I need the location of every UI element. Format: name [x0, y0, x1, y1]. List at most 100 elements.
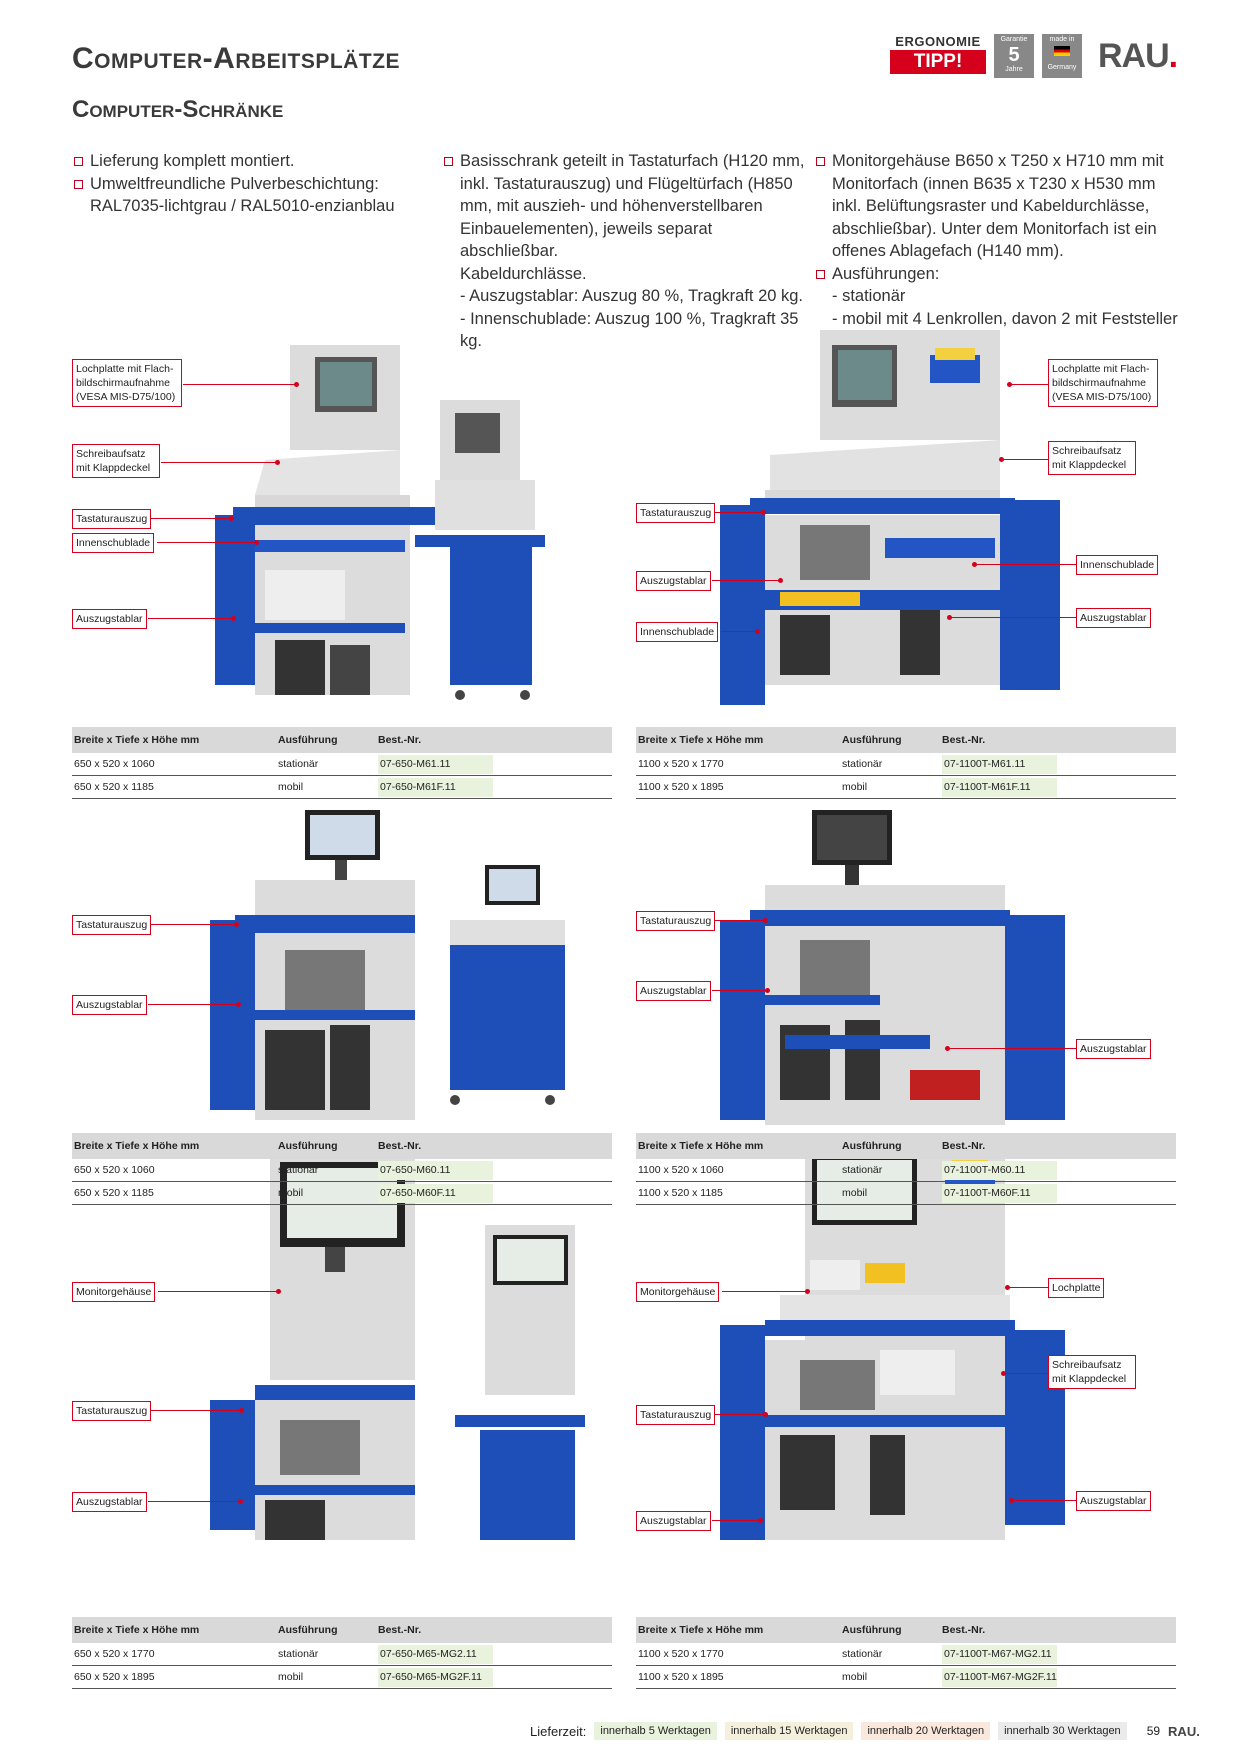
brand-dot: .	[1168, 37, 1179, 75]
label-tastaturauszug: Tastaturauszug	[636, 1405, 716, 1425]
cell-dims: 1100 x 520 x 1770	[638, 758, 724, 770]
page-subtitle: Computer-Schränke	[72, 96, 284, 123]
feature-line: Kabeldurchlässe.	[460, 264, 587, 283]
cell-dims: 650 x 520 x 1060	[74, 758, 155, 770]
delivery-tag-15: innerhalb 15 Werktagen	[724, 1722, 854, 1740]
cell-dims: 650 x 520 x 1185	[74, 781, 154, 793]
cell-ausf: stationär	[842, 1648, 883, 1660]
col-header-ausf: Ausführung	[842, 734, 902, 746]
cell-ausf: stationär	[842, 758, 883, 770]
table-row: 1100 x 520 x 1770 stationär 07-1100T-M61.1…	[636, 753, 1176, 776]
delivery-tag-20: innerhalb 20 Werktagen	[861, 1722, 991, 1740]
text-column-2: Basisschrank geteilt in Tastaturfach (H1…	[442, 150, 812, 353]
cell-best: 07-650-M65-MG2.11	[378, 1644, 493, 1664]
feature-line: - mobil mit 4 Lenkrollen, davon 2 mit Fe…	[832, 309, 1178, 328]
col-header-ausf: Ausführung	[842, 1624, 902, 1636]
label-tastaturauszug: Tastaturauszug	[636, 911, 716, 931]
label-auszugstablar: Auszugstablar	[72, 609, 147, 629]
label-auszugstablar: Auszugstablar	[636, 981, 711, 1001]
cell-dims: 1100 x 520 x 1895	[638, 1671, 724, 1683]
german-flag-icon	[1054, 46, 1070, 56]
cell-ausf: mobil	[278, 781, 304, 793]
feature-line: - Auszugstablar: Auszug 80 %, Tragkraft …	[460, 287, 804, 305]
product-image-m60-650	[210, 810, 565, 1120]
label-auszugstablar: Auszugstablar	[1076, 1039, 1151, 1059]
col-header-dims: Breite x Tiefe x Höhe mm	[638, 1624, 764, 1636]
delivery-footer: Lieferzeit: innerhalb 5 Werktagen innerh…	[530, 1722, 1200, 1740]
product-image-m65-650	[210, 1150, 585, 1540]
cell-best: 07-1100T-M60.11	[942, 1160, 1057, 1180]
table-row: 650 x 520 x 1060 stationär 07-650-M61.11	[72, 753, 612, 776]
garantie-unit: Jahre	[1005, 66, 1023, 73]
delivery-tag-30: innerhalb 30 Werktagen	[998, 1722, 1127, 1740]
product-image-m67-1100	[720, 1145, 1065, 1540]
product-image-m61-1100	[720, 330, 1060, 705]
label-schreibaufsatz: Schreibaufsatz mit Klappdeckel	[72, 444, 160, 478]
cell-dims: 1100 x 520 x 1770	[638, 1648, 724, 1660]
label-auszugstablar: Auszugstablar	[72, 1492, 147, 1512]
cell-dims: 1100 x 520 x 1185	[638, 1187, 723, 1199]
feature-item: Umweltfreundliche Pulverbeschichtung: RA…	[72, 173, 412, 218]
cell-ausf: stationär	[278, 758, 319, 770]
label-lochplatte: Lochplatte mit Flach- bildschirmaufnahme…	[1048, 359, 1158, 407]
rau-logo: RAU.	[1098, 34, 1179, 78]
label-schreibaufsatz: Schreibaufsatz mit Klappdeckel	[1048, 1355, 1136, 1389]
cell-ausf: mobil	[842, 1187, 868, 1199]
feature-item: Monitorgehäuse B650 x T250 x H710 mm mit…	[814, 150, 1186, 263]
delivery-tag-5: innerhalb 5 Werktagen	[594, 1722, 717, 1740]
label-lochplatte: Lochplatte	[1048, 1278, 1105, 1298]
label-tastaturauszug: Tastaturauszug	[72, 1401, 152, 1421]
cell-best: 07-650-M60.11	[378, 1160, 493, 1180]
product-image-m60-1100	[720, 810, 1065, 1125]
col-header-ausf: Ausführung	[278, 1624, 338, 1636]
col-header-dims: Breite x Tiefe x Höhe mm	[74, 1624, 200, 1636]
table-row: 650 x 520 x 1185 mobil 07-650-M60F.11	[72, 1182, 612, 1205]
col-header-best: Best.-Nr.	[378, 734, 422, 746]
label-innenschublade: Innenschublade	[1076, 555, 1159, 575]
col-header-dims: Breite x Tiefe x Höhe mm	[638, 734, 764, 746]
cell-best: 07-650-M60F.11	[378, 1183, 493, 1203]
made-in-text: made in	[1049, 36, 1075, 43]
garantie-badge: Garantie 5 Jahre	[994, 34, 1034, 78]
col-header-best: Best.-Nr.	[378, 1624, 422, 1636]
cell-dims: 650 x 520 x 1770	[74, 1648, 155, 1660]
cell-ausf: mobil	[278, 1187, 304, 1199]
col-header-ausf: Ausführung	[278, 734, 338, 746]
product-image-m61-650	[215, 345, 545, 700]
cell-ausf: mobil	[842, 781, 868, 793]
germany-text: Germany	[1047, 64, 1077, 71]
feature-item: Ausführungen:	[814, 263, 1186, 286]
cell-dims: 1100 x 520 x 1060	[638, 1164, 724, 1176]
label-auszugstablar: Auszugstablar	[72, 995, 147, 1015]
col-header-best: Best.-Nr.	[378, 1140, 422, 1152]
label-monitorgehaeuse: Monitorgehäuse	[72, 1282, 156, 1302]
col-header-dims: Breite x Tiefe x Höhe mm	[74, 1140, 200, 1152]
label-auszugstablar: Auszugstablar	[636, 1511, 711, 1531]
table-row: 1100 x 520 x 1060 stationär 07-1100T-M60.1…	[636, 1159, 1176, 1182]
label-innenschublade: Innenschublade	[636, 622, 719, 642]
text-column-1: Lieferung komplett montiert. Umweltfreun…	[72, 150, 412, 218]
col-header-best: Best.-Nr.	[942, 734, 986, 746]
label-auszugstablar: Auszugstablar	[1076, 1491, 1151, 1511]
feature-line: - stationär	[832, 287, 906, 305]
cell-best: 07-1100T-M61.11	[942, 754, 1057, 774]
made-in-germany-badge: made in Germany	[1042, 34, 1082, 78]
cell-best: 07-1100T-M61F.11	[942, 777, 1057, 797]
cell-ausf: stationär	[842, 1164, 883, 1176]
cell-best: 07-650-M61F.11	[378, 777, 493, 797]
col-header-ausf: Ausführung	[842, 1140, 902, 1152]
ergonomie-tipp-badge: ERGONOMIE TIPP!	[890, 34, 986, 78]
label-tastaturauszug: Tastaturauszug	[636, 503, 716, 523]
feature-item: Lieferung komplett montiert.	[72, 150, 412, 173]
cell-dims: 650 x 520 x 1185	[74, 1187, 154, 1199]
cell-best: 07-650-M61.11	[378, 754, 493, 774]
